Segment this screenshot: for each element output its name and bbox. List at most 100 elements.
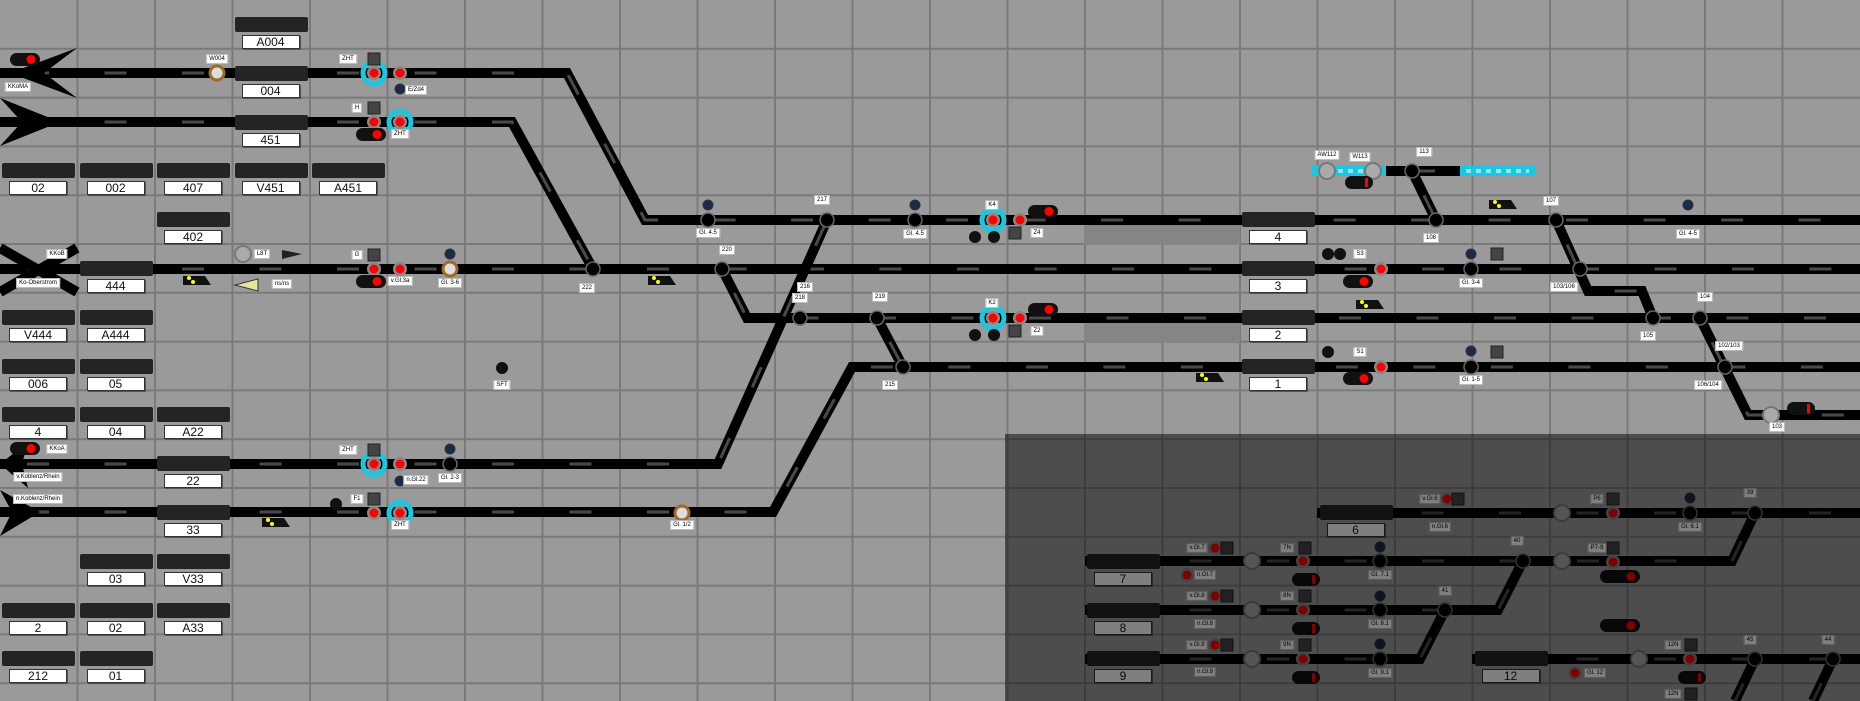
- signal-label[interactable]: Gl. 6.1: [1678, 522, 1702, 532]
- switch-node-icon[interactable]: [869, 310, 885, 326]
- signal-label[interactable]: ZHT: [391, 129, 409, 139]
- track-block-label[interactable]: 407: [164, 181, 222, 196]
- track-block-bar[interactable]: [2, 602, 75, 618]
- switch-node-icon[interactable]: [1372, 651, 1388, 667]
- button-square-icon[interactable]: [1606, 541, 1620, 555]
- signal-label[interactable]: n.Gl.8: [1193, 619, 1217, 629]
- switch-node-icon[interactable]: [1463, 359, 1479, 375]
- signal-label[interactable]: Gl. 4.5: [903, 229, 927, 239]
- signal-red-icon[interactable]: [1442, 494, 1452, 504]
- track-block-bar[interactable]: [157, 163, 230, 179]
- track-block-label[interactable]: 33: [164, 523, 222, 537]
- signal-label[interactable]: K2: [985, 298, 999, 308]
- button-square-icon[interactable]: [1298, 638, 1312, 652]
- switch-node-icon[interactable]: [1572, 261, 1588, 277]
- signal-label[interactable]: n.Gl.7: [1193, 570, 1217, 580]
- track-block-bar[interactable]: [79, 602, 153, 618]
- button-square-icon[interactable]: [1298, 541, 1312, 555]
- switch-node-icon[interactable]: [1548, 212, 1564, 228]
- signal-red-icon[interactable]: [1015, 313, 1025, 323]
- button-square-icon[interactable]: [1451, 492, 1465, 506]
- signal-label[interactable]: Gl. 3-6: [437, 278, 463, 288]
- signal-red-icon[interactable]: [369, 117, 379, 127]
- signal-label[interactable]: 12N: [1664, 689, 1682, 699]
- button-square-icon[interactable]: [1490, 247, 1504, 261]
- button-square-icon[interactable]: [1220, 589, 1234, 603]
- signal-label[interactable]: 39: [1743, 488, 1757, 498]
- signal-label[interactable]: 12N: [1664, 640, 1682, 650]
- signal-gray-icon[interactable]: [1243, 601, 1261, 619]
- signal-red-icon[interactable]: [1210, 543, 1220, 553]
- signal-label[interactable]: 9N: [1280, 640, 1294, 650]
- switch-node-icon[interactable]: [1747, 651, 1763, 667]
- signal-label[interactable]: AW112: [1314, 150, 1340, 160]
- track-block-bar[interactable]: [2, 651, 75, 667]
- signal-label[interactable]: 45: [1743, 635, 1757, 645]
- track-block-bar[interactable]: [79, 163, 153, 179]
- track-block-bar[interactable]: [234, 163, 308, 179]
- signal-red-icon[interactable]: [1376, 264, 1386, 274]
- track-block-bar[interactable]: [157, 505, 230, 520]
- signal-red-icon[interactable]: [1210, 640, 1220, 650]
- signal-label[interactable]: v.Gl.6: [1419, 494, 1441, 504]
- signal-label[interactable]: Gl. 12: [1583, 668, 1607, 678]
- track-block-bar[interactable]: [1474, 651, 1548, 667]
- signal-red-icon[interactable]: [369, 508, 379, 518]
- signal-gray-icon[interactable]: [1318, 162, 1336, 180]
- signal-label[interactable]: H: [351, 103, 363, 113]
- signal-label[interactable]: Gl. 2-3: [437, 473, 463, 483]
- button-square-icon[interactable]: [367, 52, 381, 66]
- signal-label[interactable]: Gl. 8.1: [1368, 619, 1392, 629]
- axle-counter-icon[interactable]: [673, 504, 691, 522]
- track-block-label[interactable]: V444: [9, 327, 67, 342]
- track-block-label[interactable]: 04: [86, 425, 145, 440]
- track-block-label[interactable]: 451: [241, 132, 300, 147]
- signal-label[interactable]: Gl. 3-4: [1458, 278, 1484, 288]
- track-block-label[interactable]: 6: [1326, 523, 1385, 537]
- signal-label[interactable]: 103/106: [1550, 282, 1578, 292]
- signal-red-icon[interactable]: [1182, 570, 1192, 580]
- track-block-label[interactable]: 4: [9, 425, 67, 440]
- switch-node-icon[interactable]: [714, 261, 730, 277]
- track-block-bar[interactable]: [234, 65, 308, 81]
- track-block-bar[interactable]: [157, 456, 230, 472]
- track-block-label[interactable]: 1: [1249, 376, 1307, 391]
- signal-label[interactable]: Gl. 1/2: [670, 520, 694, 530]
- signal-red-icon[interactable]: [1570, 668, 1580, 678]
- signal-label[interactable]: v.Gl.7: [1186, 543, 1208, 553]
- track-block-label[interactable]: 3: [1249, 279, 1307, 293]
- axle-counter-icon[interactable]: [208, 64, 226, 82]
- signal-gray-icon[interactable]: [1630, 650, 1648, 668]
- signal-label[interactable]: SFT: [493, 380, 511, 390]
- signal-label[interactable]: 102/103: [1715, 341, 1743, 351]
- track-block-label[interactable]: V33: [164, 571, 222, 586]
- track-block-label[interactable]: 2: [9, 620, 67, 635]
- axle-counter-icon[interactable]: [441, 260, 459, 278]
- signal-body-icon[interactable]: [1678, 671, 1706, 684]
- signal-red-icon[interactable]: [1015, 215, 1025, 225]
- button-square-icon[interactable]: [1684, 687, 1698, 701]
- track-block-label[interactable]: 2: [1249, 327, 1307, 342]
- button-square-icon[interactable]: [367, 492, 381, 506]
- button-square-icon[interactable]: [367, 443, 381, 457]
- signal-red-icon[interactable]: [1608, 557, 1618, 567]
- signal-label[interactable]: Z2: [1030, 326, 1044, 336]
- signal-label[interactable]: W004: [206, 54, 228, 64]
- track-block-bar[interactable]: [157, 553, 230, 569]
- button-square-icon[interactable]: [1606, 492, 1620, 506]
- signal-red-icon[interactable]: [1298, 556, 1308, 566]
- track-block-bar[interactable]: [2, 407, 75, 423]
- signal-label[interactable]: Z4: [1030, 228, 1044, 238]
- switch-node-icon[interactable]: [907, 212, 923, 228]
- track-block-label[interactable]: 4: [1249, 230, 1307, 245]
- signal-red-icon[interactable]: [395, 459, 405, 469]
- track-block-bar[interactable]: [2, 163, 75, 179]
- switch-node-icon[interactable]: [1515, 553, 1531, 569]
- signal-label[interactable]: 41: [1438, 586, 1452, 596]
- signal-label[interactable]: 105: [1639, 331, 1657, 341]
- track-block-label[interactable]: V451: [241, 181, 300, 196]
- track-segment[interactable]: [1085, 510, 1760, 566]
- switch-node-icon[interactable]: [442, 456, 458, 472]
- switch-node-icon[interactable]: [1463, 261, 1479, 277]
- signal-label[interactable]: 106/104: [1694, 380, 1722, 390]
